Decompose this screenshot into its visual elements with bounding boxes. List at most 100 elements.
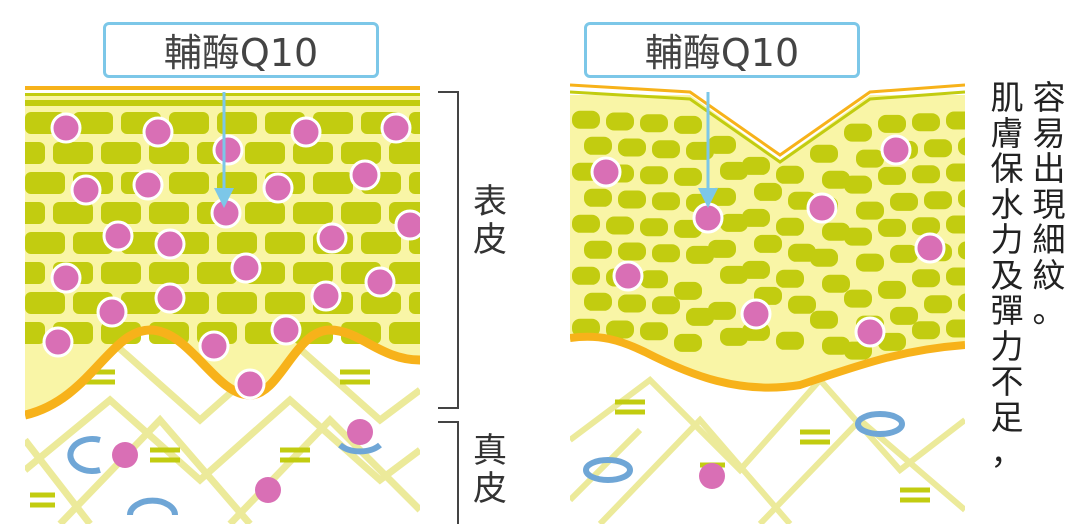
caption-line-2: 肌膚保水力及彈力不足， — [990, 78, 1024, 472]
coq10-dot — [316, 222, 348, 254]
cell — [25, 262, 45, 284]
cell — [25, 322, 45, 344]
coq10-dot — [154, 282, 186, 314]
cell — [169, 112, 209, 134]
cell — [149, 202, 189, 224]
cell — [720, 327, 748, 346]
cell — [618, 294, 646, 313]
coq10-dot — [198, 330, 230, 362]
left-arrow — [214, 92, 234, 208]
cell — [924, 191, 952, 210]
cell — [822, 222, 850, 241]
caption-line-1: 容易出現細紋。 — [1032, 78, 1066, 330]
coq10-dot — [612, 260, 644, 292]
cell — [73, 112, 113, 134]
left-dermis-cells — [67, 436, 382, 516]
cell — [572, 110, 600, 129]
cell — [844, 123, 872, 142]
cell — [946, 111, 965, 130]
coq10-dot — [692, 202, 724, 234]
cell — [25, 142, 45, 164]
cell — [217, 292, 257, 314]
coq10-dot — [590, 156, 622, 188]
cell — [409, 112, 420, 134]
cell — [958, 137, 965, 156]
cell — [197, 262, 237, 284]
cell — [652, 140, 680, 159]
left-coq10-label: 輔酶Q10 — [103, 22, 379, 78]
cell — [912, 321, 940, 340]
cell — [754, 182, 782, 201]
cell — [686, 141, 714, 160]
cell — [217, 112, 257, 134]
cell — [652, 244, 680, 263]
dermis-dot — [255, 477, 281, 503]
cell — [169, 172, 209, 194]
cell — [720, 213, 748, 232]
cell — [878, 280, 906, 299]
cell — [101, 262, 141, 284]
coq10-dot — [230, 252, 262, 284]
coq10-dot — [854, 316, 886, 348]
cell — [606, 320, 634, 339]
cell — [640, 166, 668, 185]
cell — [708, 301, 736, 320]
cell — [409, 172, 420, 194]
cell — [293, 262, 333, 284]
cell — [810, 310, 838, 329]
cell — [878, 166, 906, 185]
coq10-dot — [102, 220, 134, 252]
cell — [101, 202, 141, 224]
cell — [708, 135, 736, 154]
coq10-dot — [70, 174, 102, 206]
coq10-dot — [394, 209, 420, 241]
cell — [890, 244, 918, 263]
cell — [924, 295, 952, 314]
dermis-dot — [699, 463, 725, 489]
cell — [912, 165, 940, 184]
coq10-dot — [880, 134, 912, 166]
cell — [924, 139, 952, 158]
coq10-dot — [212, 134, 244, 166]
cell — [618, 242, 646, 261]
cell — [101, 142, 141, 164]
right-dermis-cells — [583, 411, 905, 483]
left-dermis-bars — [30, 369, 370, 508]
cell — [149, 142, 189, 164]
coq10-dot — [270, 314, 302, 346]
cell — [776, 165, 804, 184]
dermis-dot — [112, 442, 138, 468]
cell — [822, 336, 850, 355]
left-skin-panel — [25, 86, 420, 524]
coq10-dot — [740, 298, 772, 330]
right-surface-layer — [570, 83, 965, 164]
cell — [810, 144, 838, 163]
cell — [742, 208, 770, 227]
coq10-dot — [96, 296, 128, 328]
cell — [844, 175, 872, 194]
coq10-dot — [262, 172, 294, 204]
epidermis-bracket — [438, 91, 459, 409]
cell — [389, 262, 420, 284]
cell — [618, 190, 646, 209]
cell — [361, 292, 401, 314]
cell — [856, 253, 884, 272]
cell — [341, 142, 381, 164]
cell — [912, 269, 940, 288]
cell — [822, 170, 850, 189]
cell — [686, 307, 714, 326]
cell — [25, 172, 65, 194]
cell — [149, 262, 189, 284]
cell — [584, 240, 612, 259]
coq10-dot — [290, 116, 322, 148]
cell — [958, 293, 965, 312]
cell — [844, 289, 872, 308]
coq10-dot — [132, 169, 164, 201]
cell — [640, 218, 668, 237]
cell — [946, 319, 965, 338]
cell — [245, 202, 285, 224]
cell — [674, 281, 702, 300]
cell — [584, 188, 612, 207]
cell — [584, 292, 612, 311]
coq10-dot — [349, 159, 381, 191]
